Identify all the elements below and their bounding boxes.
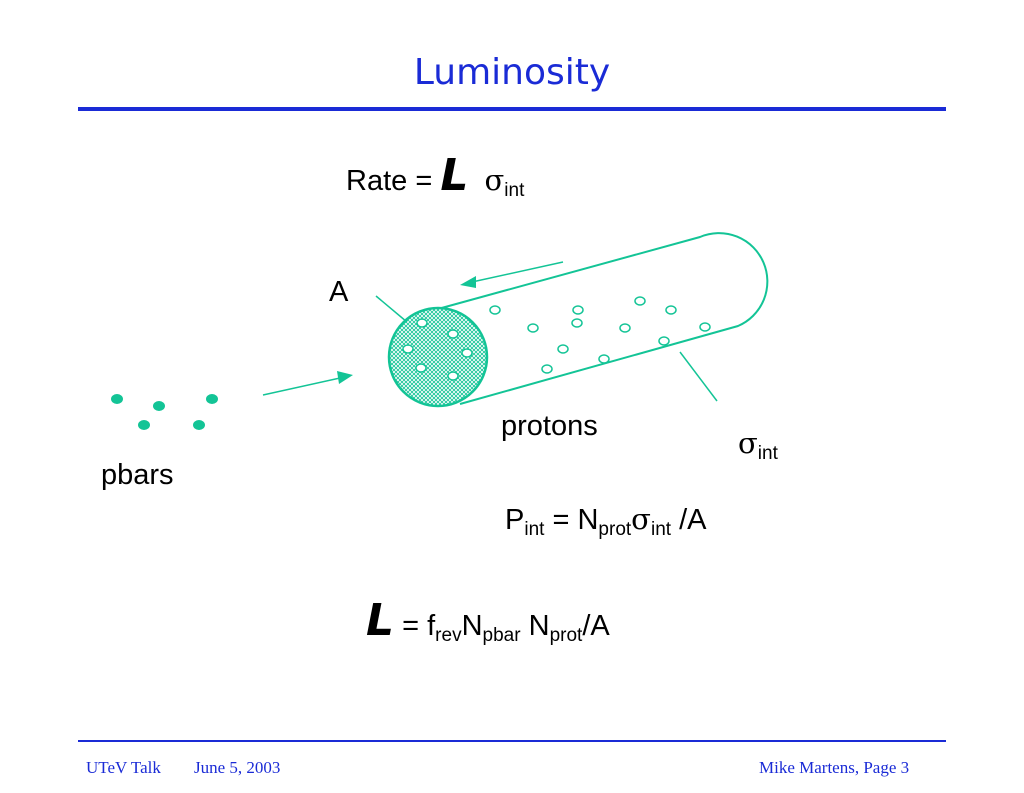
luminosity-symbol: L [366, 595, 395, 646]
cross-section-protons [402, 318, 473, 381]
p-symbol: P [505, 504, 525, 536]
f-subscript: rev [435, 625, 462, 646]
divide-area: /A [582, 610, 610, 642]
rate-lhs: Rate = [346, 165, 433, 197]
rate-equation: Rate = L σint [346, 150, 524, 201]
area-pointer-line [375, 295, 408, 323]
proton-beam-tube [426, 232, 769, 405]
proton-direction-arrow [471, 261, 564, 283]
luminosity-equation: L = frevNpbar Nprot/A [366, 595, 610, 646]
title-divider [78, 107, 946, 111]
sigma-subscript: int [757, 443, 778, 464]
slide-title: Luminosity [413, 52, 611, 93]
sigma-pointer-line [679, 351, 718, 402]
n-symbol: = N [552, 504, 599, 536]
sigma-subscript: int [504, 180, 525, 201]
pbars-label: pbars [101, 459, 174, 491]
footer-talk: UTeV Talk [86, 758, 161, 777]
sigma-symbol: σ [631, 502, 651, 536]
footer-divider [78, 740, 946, 742]
area-label: A [329, 276, 349, 308]
pbar-dots [111, 394, 218, 430]
luminosity-symbol: L [440, 150, 469, 201]
footer-date: June 5, 2003 [194, 758, 281, 777]
footer-page: Mike Martens, Page 3 [759, 758, 910, 777]
divide-area: /A [679, 504, 707, 536]
sigma-symbol: σ [484, 163, 505, 197]
interaction-probability-equation: Pint = Nprotσint /A [505, 502, 707, 540]
beam-cross-section [387, 306, 489, 408]
npbar-subscript: pbar [482, 625, 521, 646]
sigma-symbol: σ [738, 426, 758, 460]
sigma-subscript: int [650, 519, 672, 540]
npbar-symbol: N [461, 610, 483, 642]
f-symbol: = f [402, 610, 436, 642]
protons-label: protons [501, 410, 598, 442]
nprot-symbol: N [520, 610, 550, 642]
sigma-int-label: σint [738, 426, 778, 464]
pbar-direction-arrow [262, 377, 341, 396]
nprot-subscript: prot [549, 625, 583, 646]
p-subscript: int [524, 519, 545, 540]
tube-protons [489, 296, 711, 374]
n-subscript: prot [598, 519, 632, 540]
